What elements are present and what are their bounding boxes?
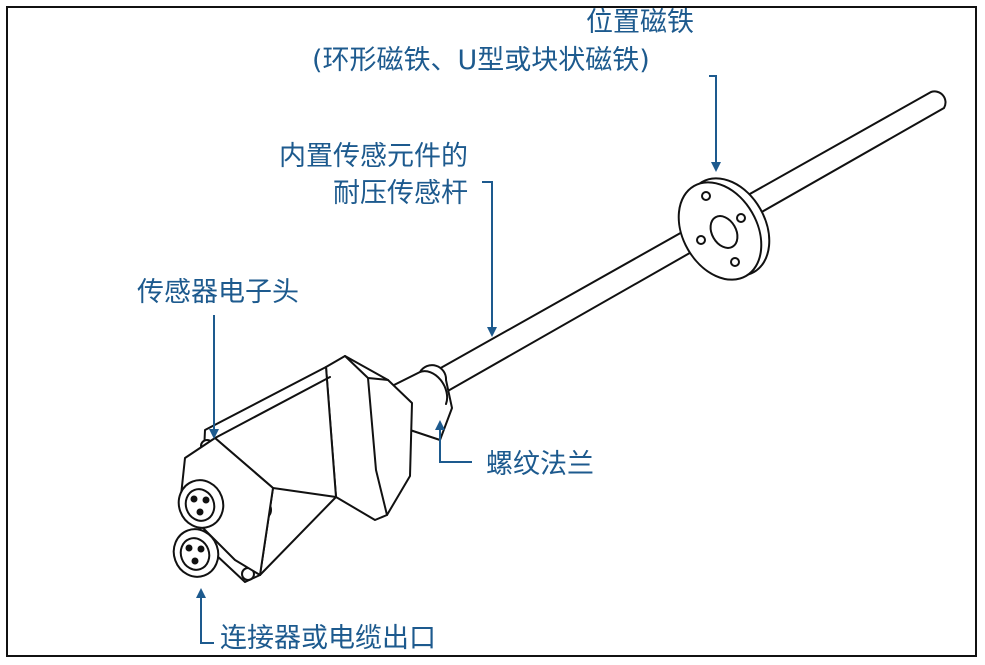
leader-rod-arrowhead xyxy=(487,327,497,337)
rod-label-line1: 内置传感元件的 xyxy=(279,141,468,172)
leader-flange xyxy=(439,427,472,463)
position-magnet xyxy=(677,177,771,281)
connector-lower xyxy=(172,528,220,578)
magnet-label-line1: 位置磁铁 xyxy=(586,7,694,38)
connector-label: 连接器或电缆出口 xyxy=(220,623,436,654)
sensor-head-nut xyxy=(325,355,413,521)
flange-label: 螺纹法兰 xyxy=(486,449,594,480)
leader-magnet-arrowhead xyxy=(711,162,721,172)
leader-flange-arrowhead xyxy=(435,420,445,430)
connector-upper xyxy=(177,479,225,529)
magnet-label-line2: (环形磁铁、U型或块状磁铁) xyxy=(312,45,650,76)
rod-label-line2: 耐压传感杆 xyxy=(333,178,468,209)
leader-head-arrowhead xyxy=(209,429,219,439)
head-label: 传感器电子头 xyxy=(137,277,299,308)
leader-connector xyxy=(200,597,214,644)
leader-rod xyxy=(482,181,493,330)
leader-magnet xyxy=(709,75,717,165)
leader-connector-arrowhead xyxy=(196,588,206,598)
